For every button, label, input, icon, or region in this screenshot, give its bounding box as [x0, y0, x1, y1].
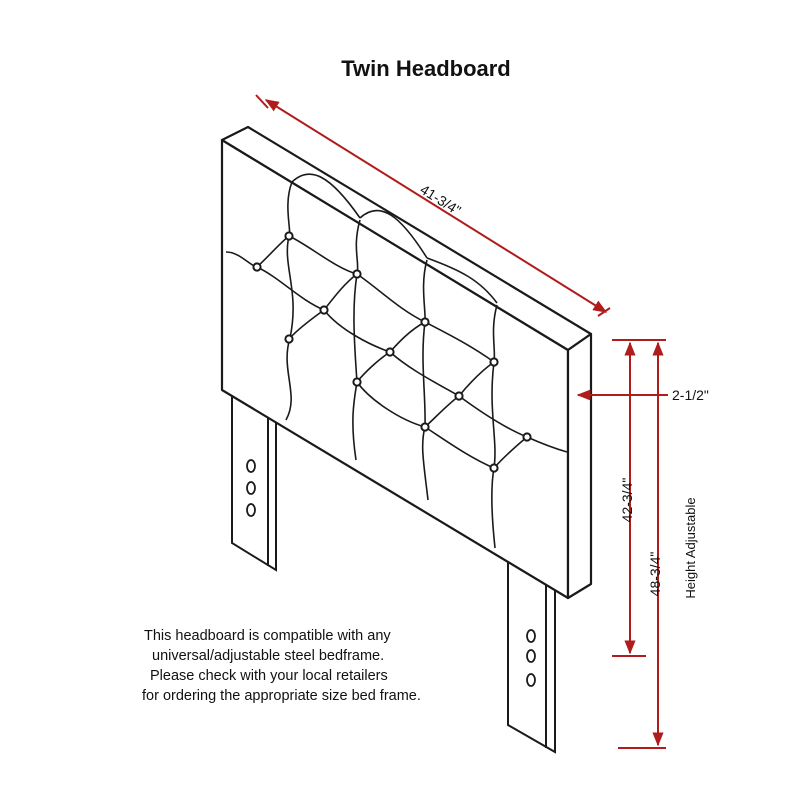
note-line: for ordering the appropriate size bed fr…	[142, 688, 421, 704]
right-leg	[507, 558, 556, 754]
height-adjustable-label: Height Adjustable	[683, 497, 698, 598]
note-line: Please check with your local retailers	[150, 668, 388, 684]
compatibility-note: This headboard is compatible with any un…	[136, 626, 456, 706]
width-dimension	[255, 94, 611, 317]
headboard-panel	[220, 125, 593, 600]
page-title: Twin Headboard	[341, 56, 511, 81]
note-line: This headboard is compatible with any	[144, 628, 391, 644]
thickness-label: 2-1/2"	[672, 387, 709, 403]
max-height-label: 48-3/4"	[647, 552, 663, 597]
max-height-dimension	[618, 339, 666, 749]
left-leg-holes	[246, 459, 256, 517]
right-leg-holes	[526, 629, 536, 687]
note-line: universal/adjustable steel bedframe.	[152, 648, 385, 664]
min-height-label: 42-3/4"	[619, 478, 635, 523]
